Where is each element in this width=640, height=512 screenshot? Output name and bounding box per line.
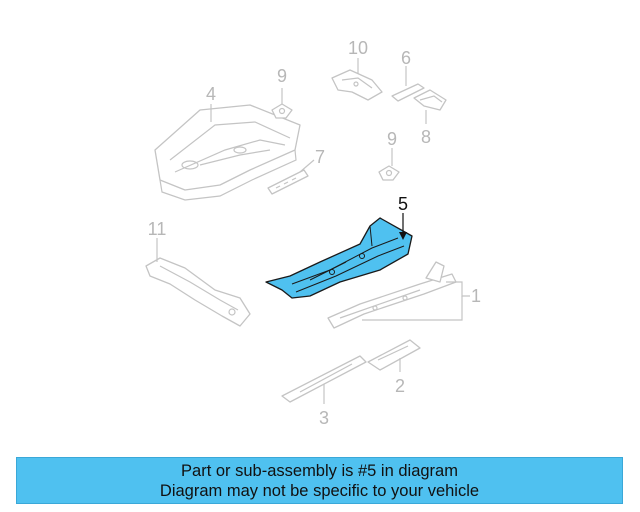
part-7-strip[interactable] xyxy=(267,169,309,195)
part-6-bar[interactable] xyxy=(391,83,425,102)
info-banner: Part or sub-assembly is #5 in diagram Di… xyxy=(16,457,623,504)
callout-2[interactable]: 2 xyxy=(395,376,405,396)
part-11-side-rail[interactable] xyxy=(145,257,251,327)
part-4-floor-pan[interactable] xyxy=(154,104,301,201)
callout-4[interactable]: 4 xyxy=(206,84,216,104)
callout-9-upper[interactable]: 9 xyxy=(277,66,287,86)
callout-9-lower[interactable]: 9 xyxy=(387,129,397,149)
leader-7 xyxy=(299,159,315,173)
part-2-bracket[interactable] xyxy=(367,339,421,371)
part-9-bracket-lower[interactable] xyxy=(378,165,400,181)
banner-line-2: Diagram may not be specific to your vehi… xyxy=(159,482,480,500)
banner-line-1: Part or sub-assembly is #5 in diagram xyxy=(181,462,458,480)
callout-3[interactable]: 3 xyxy=(319,408,329,428)
part-3-strip[interactable] xyxy=(281,355,367,403)
callout-1[interactable]: 1 xyxy=(471,286,481,306)
part-9-bracket-upper[interactable] xyxy=(271,103,293,119)
callout-5[interactable]: 5 xyxy=(398,194,408,214)
parts-diagram: 4 9 10 6 8 9 7 11 xyxy=(145,38,481,428)
part-10-bracket[interactable] xyxy=(331,69,383,101)
part-5-highlighted[interactable] xyxy=(265,217,413,299)
part-8-bracket[interactable] xyxy=(413,89,447,111)
callout-11[interactable]: 11 xyxy=(148,219,167,239)
leader-5-arrowhead xyxy=(399,232,407,240)
callout-7[interactable]: 7 xyxy=(315,147,325,167)
leader-1b xyxy=(362,296,463,321)
callout-8[interactable]: 8 xyxy=(421,127,431,147)
callout-10[interactable]: 10 xyxy=(348,38,368,58)
leader-1a xyxy=(446,281,470,297)
callout-6[interactable]: 6 xyxy=(401,48,411,68)
